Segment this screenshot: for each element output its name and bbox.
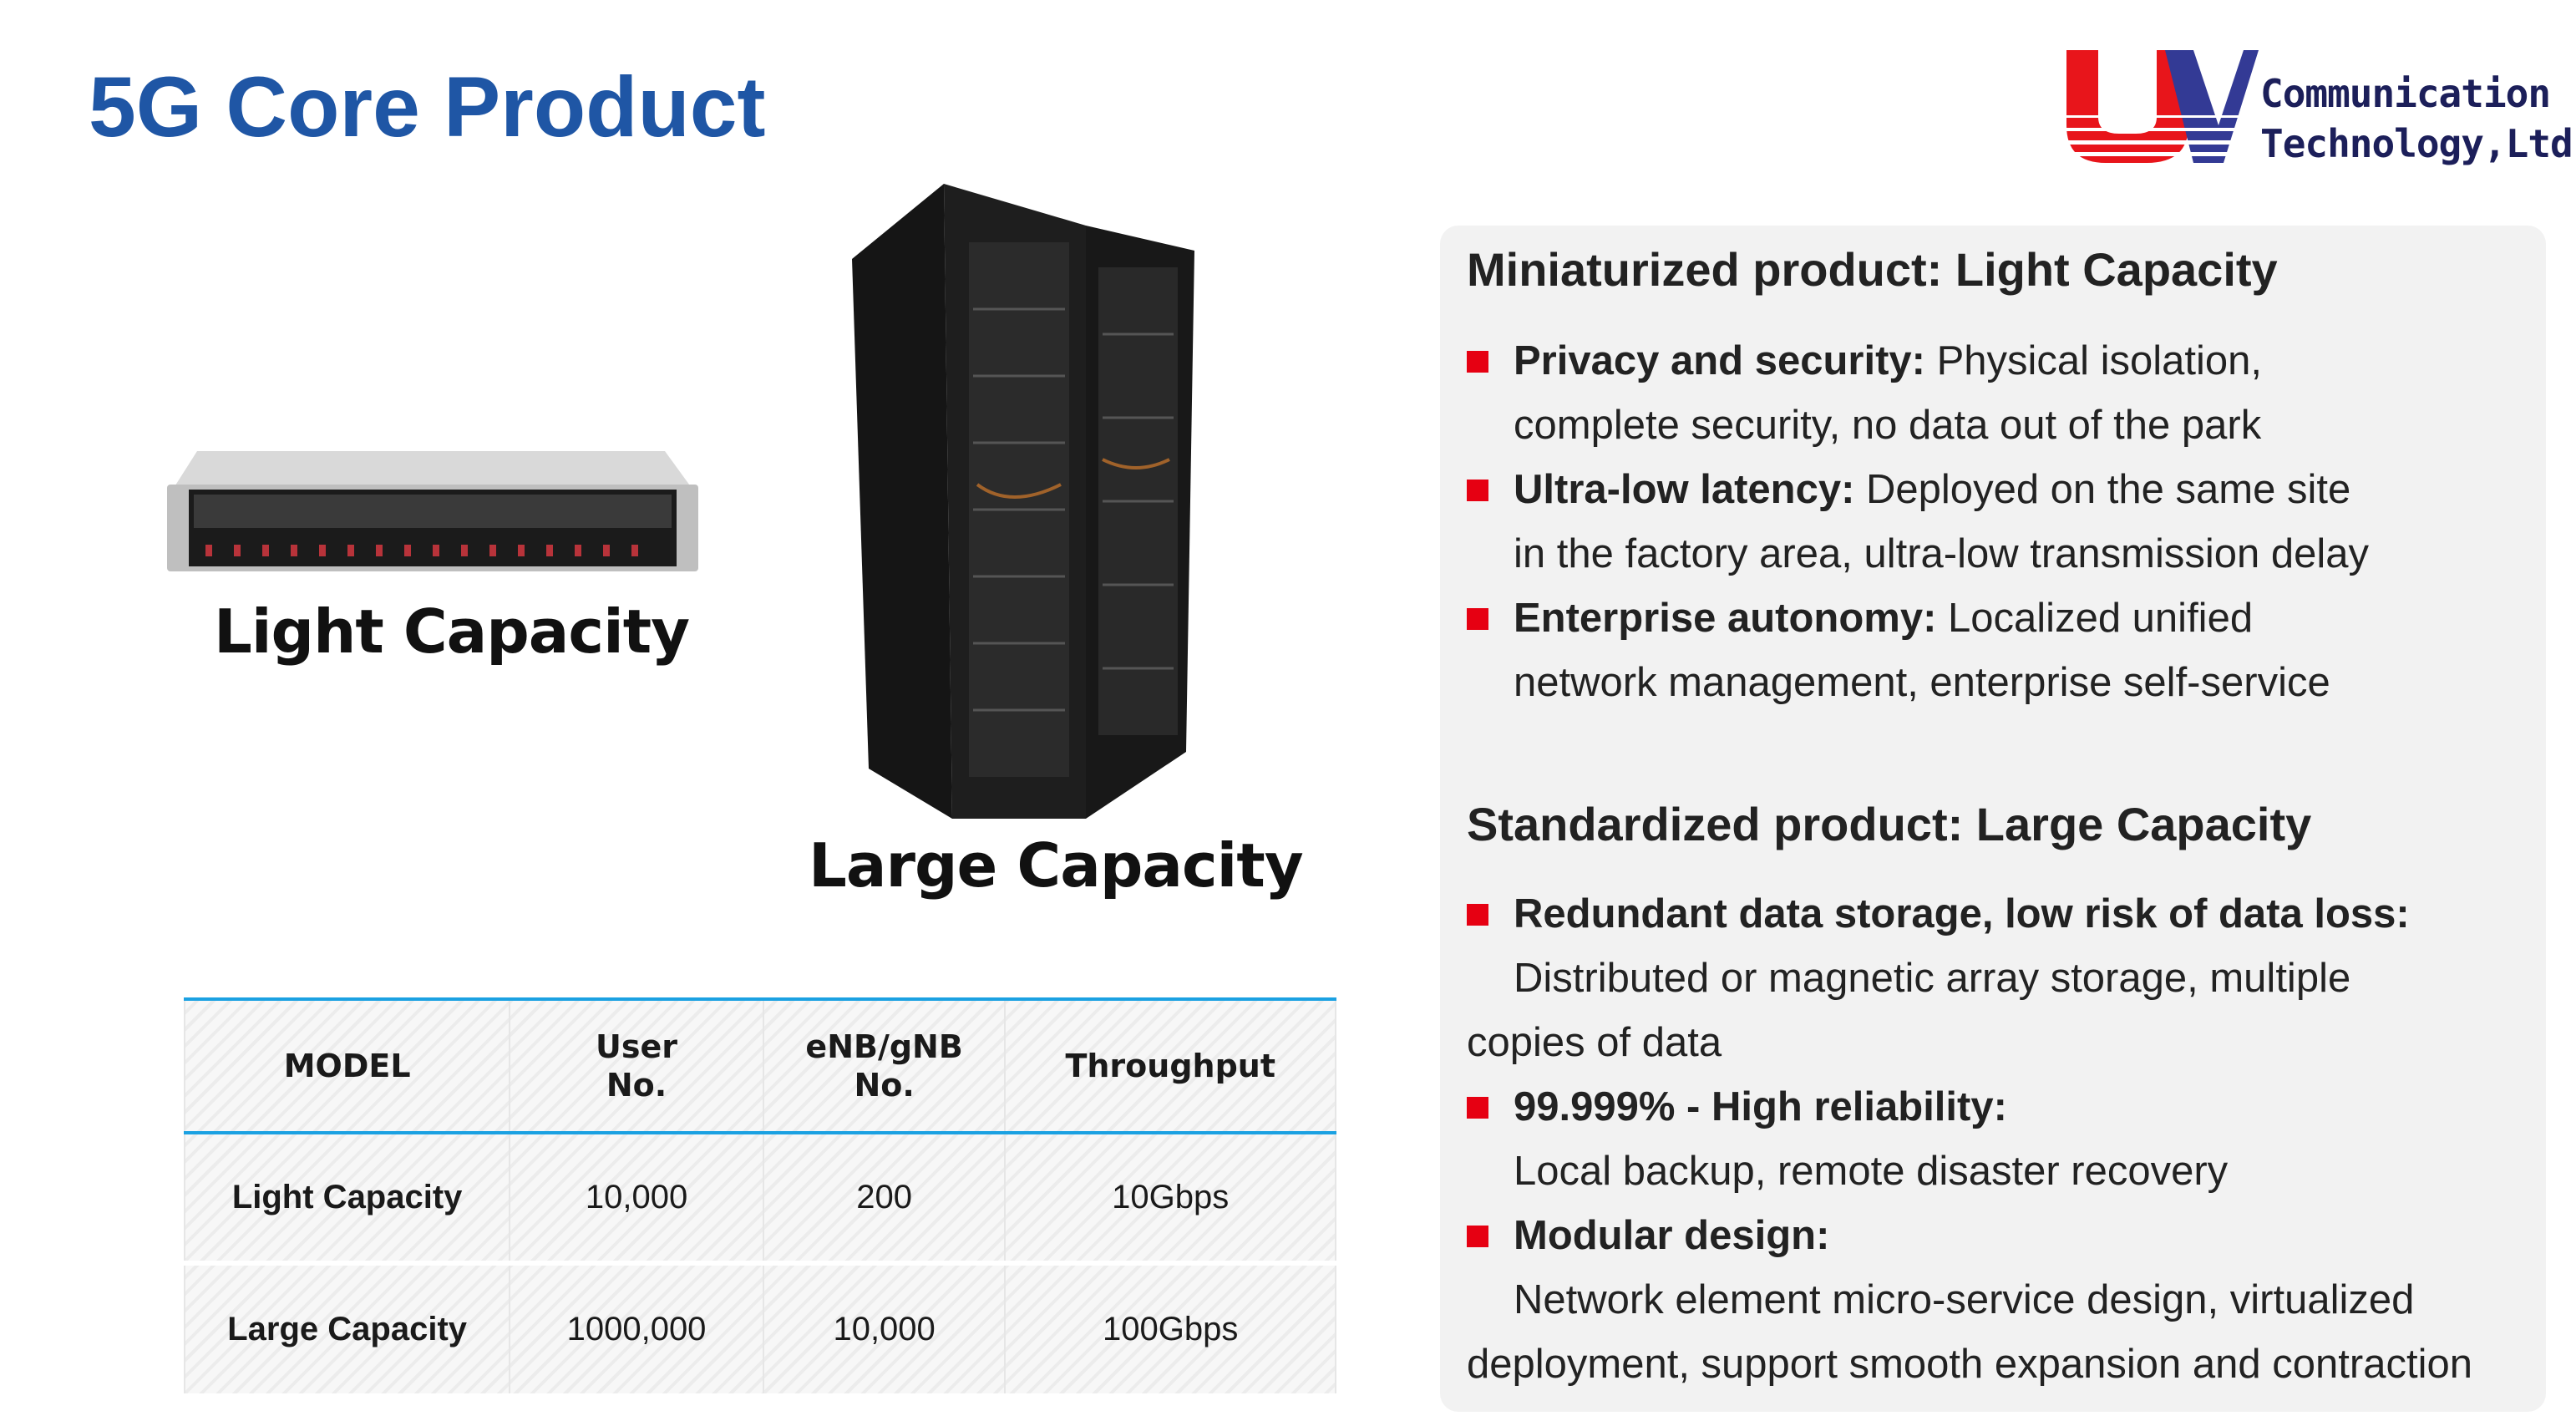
list-item: Modular design: [1467, 1204, 2544, 1268]
uv-logo-icon [2060, 50, 2260, 163]
list-item: Ultra-low latency: Deployed on the same … [1467, 458, 2544, 522]
bullet-square-icon [1467, 351, 1488, 373]
large-capacity-rack-image [852, 184, 1194, 819]
header-throughput: Throughput [1004, 999, 1336, 1133]
header-model: MODEL [183, 999, 511, 1133]
capacity-table: MODEL User No. eNB/gNB No. Throughput Li… [183, 997, 1336, 1393]
company-logo: Communication Technology,Ltd. [2055, 43, 2576, 177]
header-user-no: User No. [509, 999, 764, 1133]
list-item: Enterprise autonomy: Localized unified [1467, 586, 2544, 651]
cell-throughput: 100Gbps [1004, 1263, 1336, 1393]
cell-user-no: 10,000 [509, 1133, 764, 1263]
large-capacity-label: Large Capacity [809, 830, 1304, 901]
logo-text-line1: Communication [2260, 71, 2551, 116]
cell-throughput: 10Gbps [1004, 1133, 1336, 1263]
large-heading: Standardized product: Large Capacity [1467, 798, 2312, 850]
list-item: 99.999% - High reliability: [1467, 1075, 2544, 1139]
list-item: Privacy and security: Physical isolation… [1467, 329, 2544, 393]
cell-user-no: 1000,000 [509, 1263, 764, 1393]
cell-model: Large Capacity [183, 1263, 511, 1393]
table-row: Light Capacity 10,000 200 10Gbps [183, 1133, 1336, 1263]
page-title: 5G Core Product [89, 59, 766, 155]
list-item: Redundant data storage, low risk of data… [1467, 882, 2544, 946]
bullet-square-icon [1467, 1097, 1488, 1119]
cell-enb-no: 10,000 [762, 1263, 1007, 1393]
cell-enb-no: 200 [762, 1133, 1007, 1263]
logo-text-line2: Technology,Ltd. [2260, 121, 2576, 166]
table-header-row: MODEL User No. eNB/gNB No. Throughput [183, 999, 1336, 1133]
light-capacity-label: Light Capacity [214, 596, 690, 667]
bullet-square-icon [1467, 608, 1488, 630]
cell-model: Light Capacity [183, 1133, 511, 1263]
bullet-square-icon [1467, 1226, 1488, 1247]
bullet-square-icon [1467, 480, 1488, 501]
bullet-square-icon [1467, 904, 1488, 926]
header-enb-gnb-no: eNB/gNB No. [762, 999, 1007, 1133]
table-row: Large Capacity 1000,000 10,000 100Gbps [183, 1263, 1336, 1393]
light-heading: Miniaturized product: Light Capacity [1467, 243, 2278, 296]
features-panel [1440, 226, 2546, 1412]
light-capacity-server-image [167, 451, 698, 571]
large-feature-list: Redundant data storage, low risk of data… [1467, 882, 2544, 1397]
light-feature-list: Privacy and security: Physical isolation… [1467, 329, 2544, 715]
